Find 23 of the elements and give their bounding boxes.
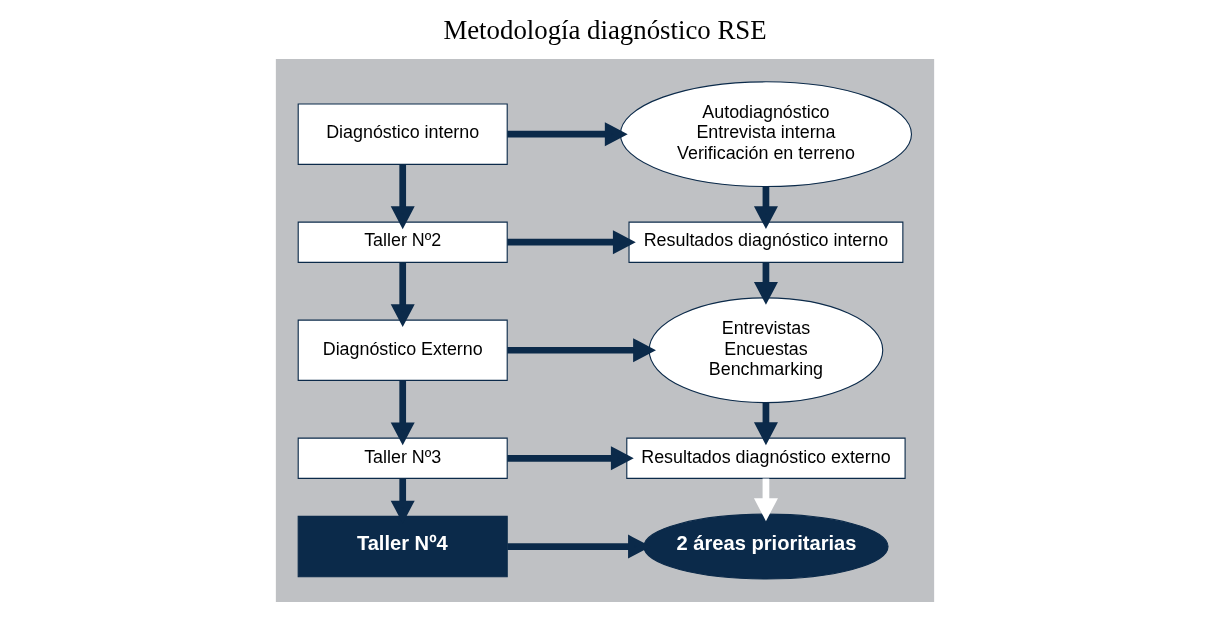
arrow	[753, 186, 778, 230]
arrow	[753, 478, 778, 522]
node-box: Taller Nº2	[297, 221, 508, 263]
arrow	[753, 402, 778, 446]
node-box: Resultados diagnóstico externo	[626, 437, 906, 479]
node-box: Taller Nº3	[297, 437, 508, 479]
node-ellipse: 2 áreas prioritarias	[643, 513, 889, 580]
cluster	[275, 59, 935, 602]
node-box: Resultados diagnóstico interno	[628, 221, 904, 263]
arrow	[390, 164, 415, 230]
arrow	[390, 262, 415, 328]
node-box: Taller Nº4	[297, 515, 508, 578]
node-ellipse: Entrevistas Encuestas Benchmarking	[648, 297, 884, 404]
node-ellipse: Autodiagnóstico Entrevista interna Verificación en terreno	[619, 81, 913, 188]
diagram-title: Metodología diagnóstico RSE	[443, 14, 767, 45]
arrow	[753, 262, 778, 305]
arrow	[507, 446, 634, 471]
node-box: Diagnóstico interno	[297, 103, 508, 165]
arrow	[390, 380, 415, 446]
arrow	[507, 122, 628, 147]
arrow	[507, 230, 636, 255]
arrow	[507, 338, 656, 363]
node-box: Diagnóstico Externo	[297, 319, 508, 381]
